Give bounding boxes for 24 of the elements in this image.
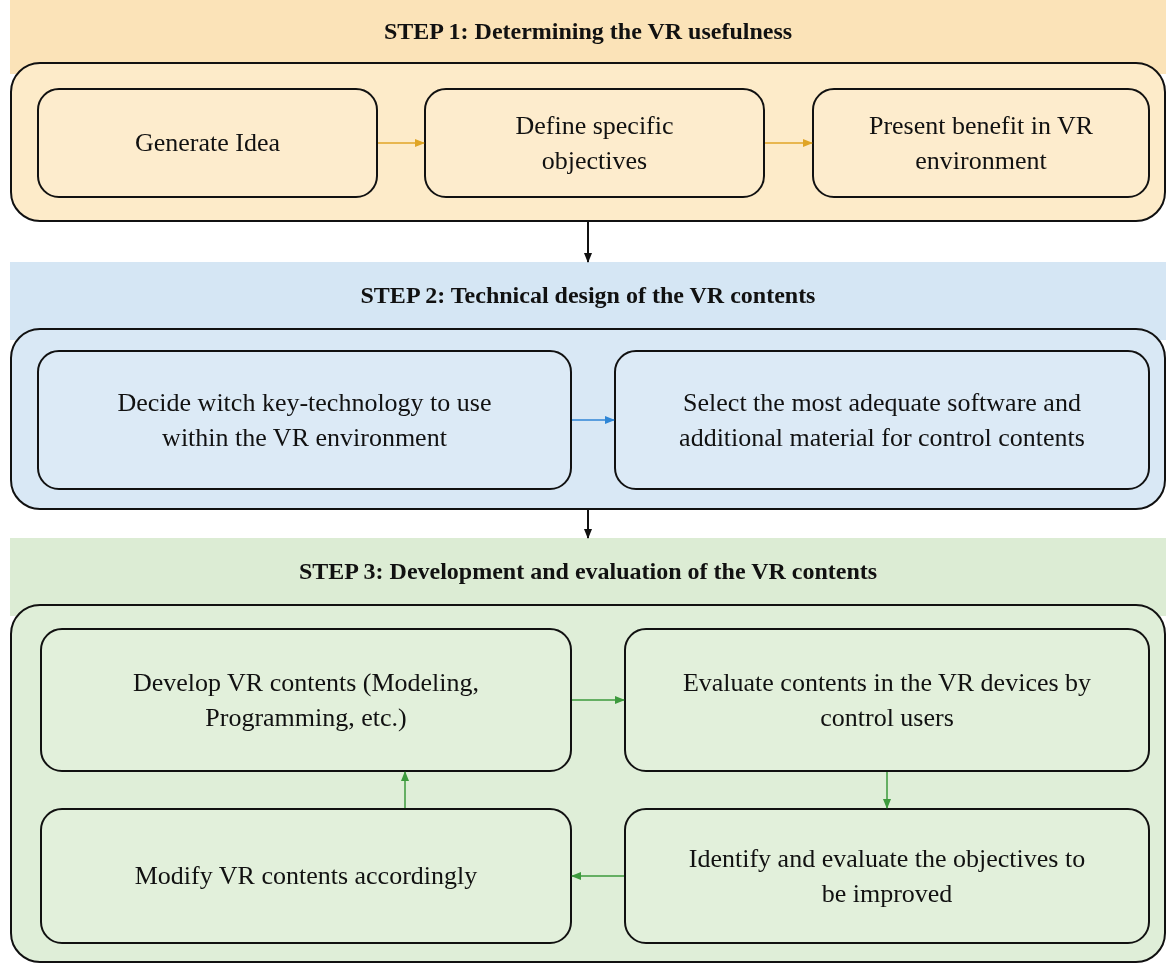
step-section	[10, 538, 1166, 963]
arrow	[883, 771, 891, 809]
process-box: Present benefit in VR environment	[812, 88, 1150, 198]
arrow	[764, 139, 813, 147]
step-heading: STEP 1: Determining the VR usefulness	[383, 17, 793, 45]
process-box: Modify VR contents accordingly	[40, 808, 572, 944]
arrow	[584, 221, 592, 263]
process-box: Develop VR contents (Modeling, Programming, etc.)	[40, 628, 572, 772]
arrow	[571, 872, 625, 880]
process-box: Identify and evaluate the objectives to be improved	[624, 808, 1150, 944]
process-box: Generate Idea	[37, 88, 378, 198]
process-box: Evaluate contents in the VR devices by control users	[624, 628, 1150, 772]
process-box: Decide witch key-technology to use within the VR environment	[37, 350, 572, 490]
step-section	[10, 0, 1166, 222]
arrow	[571, 416, 615, 424]
step-heading: STEP 3: Development and evaluation of the VR contents	[298, 557, 878, 585]
arrow	[584, 509, 592, 539]
process-box: Select the most adequate software and additional material for control contents	[614, 350, 1150, 490]
arrow	[377, 139, 425, 147]
step-section	[10, 262, 1166, 510]
process-box: Define specific objectives	[424, 88, 765, 198]
step-heading: STEP 2: Technical design of the VR contents	[360, 281, 816, 309]
arrow	[571, 696, 625, 704]
arrow	[401, 771, 409, 809]
